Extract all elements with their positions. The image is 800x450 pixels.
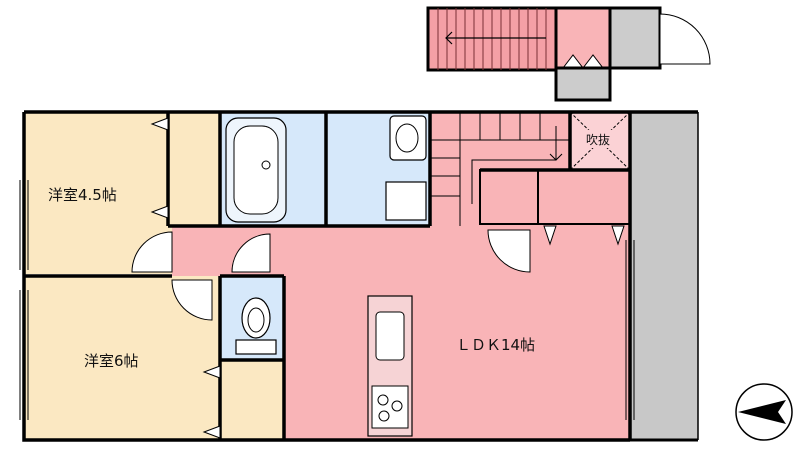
- upper-stair-block: [426, 6, 711, 102]
- storage-1: [479, 169, 539, 225]
- north-arrow-icon: [735, 383, 793, 441]
- washbasin-icon: [385, 115, 427, 221]
- room-label-western-6: 洋室6帖: [84, 352, 139, 370]
- upper-storage: [608, 6, 662, 70]
- balcony: [630, 112, 698, 440]
- closet-lower: [220, 360, 284, 440]
- storage-2: [537, 169, 631, 225]
- upper-stairs-lines: [437, 8, 547, 70]
- open-ceiling-label-bg: [584, 130, 618, 148]
- toilet-icon: [235, 297, 277, 355]
- room-label-western-45: 洋室4.5帖: [48, 186, 117, 204]
- open-ceiling-label: 吹抜: [586, 133, 610, 147]
- bathtub-icon: [225, 117, 287, 223]
- door-swing-icons: [131, 229, 531, 321]
- outer-door-swing-icon: [659, 13, 711, 65]
- main-stairs: [430, 112, 570, 226]
- closet-upper: [168, 112, 220, 226]
- stove-icon: [371, 385, 409, 429]
- stairs-arrow-icon: [445, 31, 453, 45]
- walls: [22, 110, 698, 442]
- washing-machine-space: [385, 181, 427, 221]
- windows: [19, 180, 635, 420]
- room-label-ldk: ＬＤＫ14帖: [456, 336, 535, 354]
- upper-entrance: [554, 6, 612, 70]
- kitchen-counter: [367, 295, 413, 437]
- closet-door-icons: [150, 117, 625, 439]
- upper-porch: [554, 66, 612, 102]
- kitchen-sink-icon: [375, 311, 405, 361]
